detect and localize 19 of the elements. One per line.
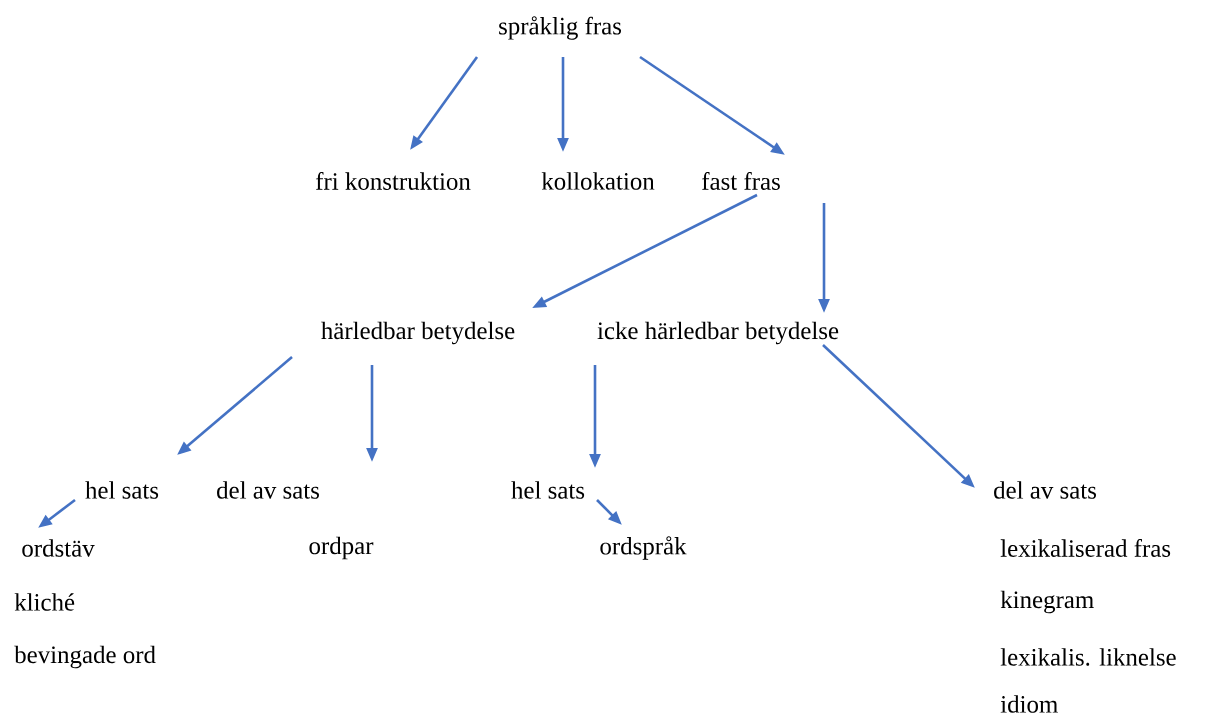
list-item: ordpar — [309, 536, 374, 560]
list-item: lexikalis. liknelse — [1000, 648, 1176, 666]
node-text: hel sats — [85, 481, 159, 499]
node-text: ordstäv — [22, 539, 95, 557]
node-text: härledbar betydelse — [321, 321, 515, 345]
list-item: lexikaliserad fras — [1000, 539, 1171, 557]
node-text: del av sats — [217, 481, 319, 499]
node-text: ordspråk — [600, 536, 687, 560]
list-item: bevingade ord — [14, 645, 156, 669]
node-text: språklig fras — [499, 16, 621, 40]
list-item: idiom — [1000, 695, 1058, 713]
node-text: fast fras — [702, 172, 780, 190]
node-text: hel sats — [511, 481, 585, 499]
list-item: kliché — [14, 593, 75, 611]
node-text: kollokation — [541, 172, 655, 190]
node-text: fri konstruktion — [315, 172, 471, 190]
node-text: del av sats — [994, 481, 1096, 499]
node-text: icke härledbar betydelse — [597, 321, 839, 345]
list-item: kinegram — [1000, 590, 1094, 614]
